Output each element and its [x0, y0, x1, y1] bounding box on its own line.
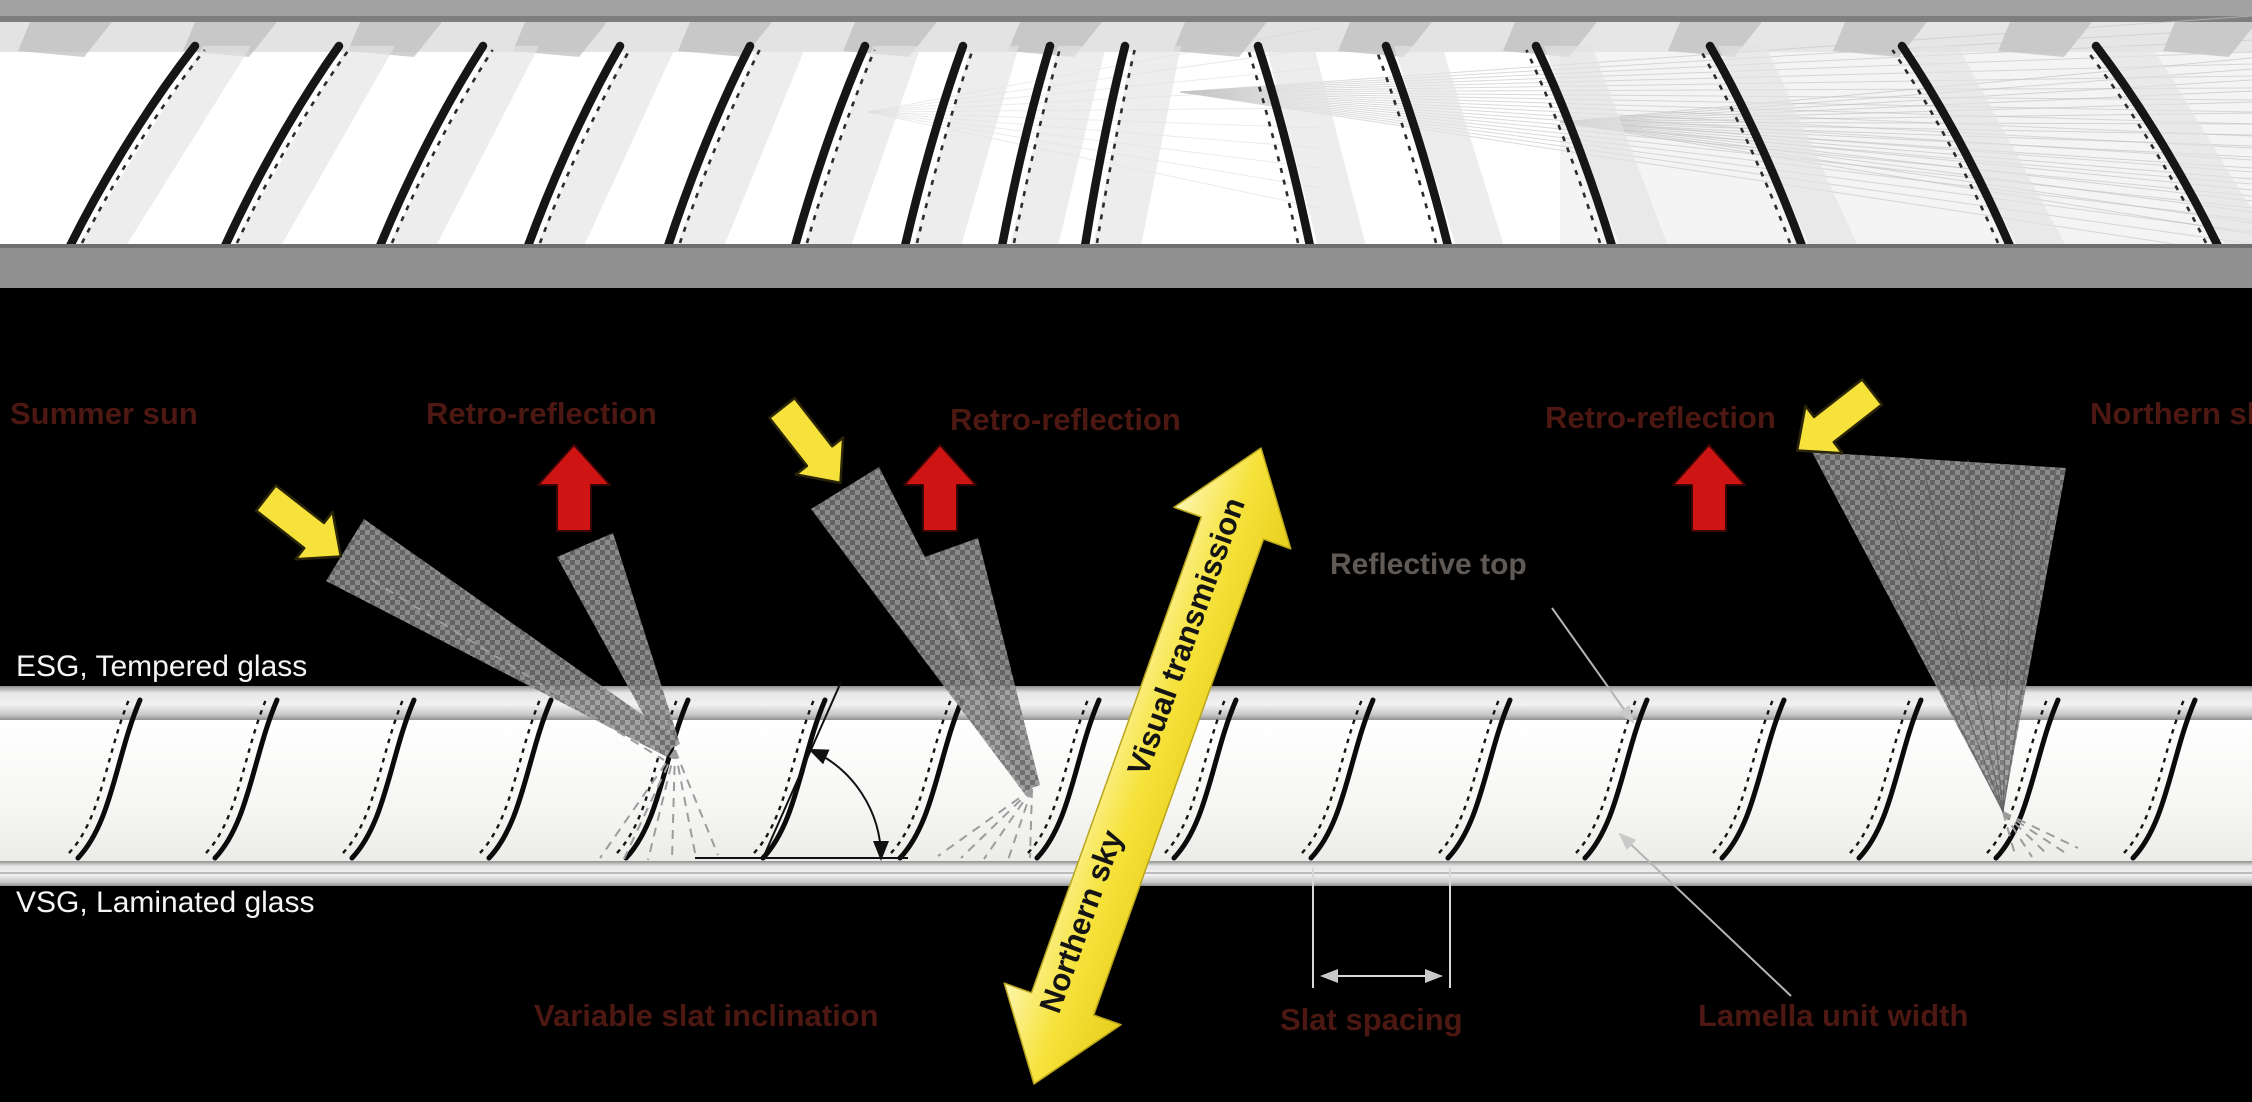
slat-profile	[760, 697, 828, 861]
slat-profile	[2130, 697, 2198, 861]
reflective-top-leader	[1551, 607, 1635, 724]
ray-bundle-high-sun	[811, 467, 1040, 861]
sun-arrows	[254, 378, 1884, 561]
retro-arrow-1	[537, 444, 611, 532]
diagram-labels: ESG, Tempered glass VSG, Laminated glass…	[10, 396, 2252, 1037]
label-tempered-glass: ESG, Tempered glass	[16, 650, 307, 683]
slat-profile	[623, 697, 691, 861]
louver-photo-strip	[0, 0, 2252, 288]
unit-width-leader	[1618, 832, 1792, 997]
retro-reflection-arrows	[537, 444, 1746, 532]
retro-arrow-3	[1672, 444, 1746, 532]
ray-bundle-low-sun	[326, 519, 719, 861]
louver-slat-row	[68, 696, 2198, 861]
photo-louver-slats	[65, 41, 2252, 251]
label-unit-width: Lamella unit width	[1698, 998, 1968, 1033]
slat-profile	[897, 697, 965, 861]
slat-profile	[349, 697, 417, 861]
section-diagram: Visual transmission Northern sky ESG, Te…	[0, 288, 2252, 1102]
slat-profile	[486, 697, 554, 861]
label-retro-reflection-2: Retro-reflection	[950, 402, 1181, 437]
label-retro-reflection-3: Retro-reflection	[1545, 400, 1776, 435]
tempered-glass-pane	[0, 686, 2252, 720]
label-reflective-top: Reflective top	[1330, 548, 1527, 581]
sun-arrow-low	[254, 484, 343, 561]
label-slat-inclination: Variable slat inclination	[534, 998, 879, 1033]
slat-profile	[1445, 697, 1513, 861]
sun-arrow-right	[1795, 378, 1884, 455]
label-retro-reflection-1: Retro-reflection	[426, 396, 657, 431]
slat-profile	[1993, 697, 2061, 861]
slat-profile	[1582, 697, 1650, 861]
retro-arrow-2	[903, 444, 977, 532]
slat-profile	[1308, 697, 1376, 861]
slat-angle-annotation	[695, 681, 908, 861]
slat-profile	[1034, 697, 1102, 861]
label-laminated-glass: VSG, Laminated glass	[16, 886, 315, 919]
ray-fan-right	[1812, 452, 2079, 859]
slat-profile	[212, 697, 280, 861]
slat-profile	[75, 697, 143, 861]
label-slat-spacing: Slat spacing	[1280, 1002, 1463, 1037]
slat-profile	[1856, 697, 1924, 861]
label-northern-sky-right: Northern sky	[2090, 396, 2252, 431]
sun-arrow-high	[768, 396, 845, 485]
slat-spacing-dimension	[1312, 868, 1451, 988]
slat-profile	[1719, 697, 1787, 861]
slat-profile	[1171, 697, 1239, 861]
leader-lines	[1551, 607, 1792, 997]
label-summer-sun: Summer sun	[10, 396, 198, 431]
